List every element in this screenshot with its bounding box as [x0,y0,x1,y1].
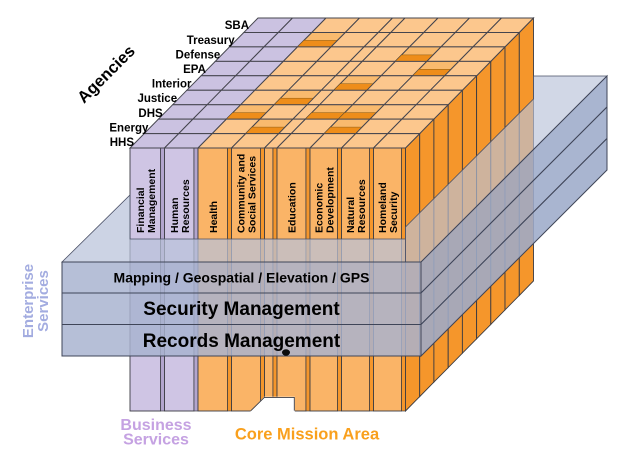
agency-label-defense: Defense [176,49,221,61]
agency-label-interior: Interior [152,79,192,91]
slab-front-face [61,261,422,357]
business-services-label-line2: Services [123,432,189,449]
diagram-labels: Agencies SBA Treasury Defense EPA Interi… [20,20,380,448]
business-services-label-line1: Business [120,417,191,434]
cell-hhs-homeland-security [372,133,421,149]
column-community-and-social-services-label: Community andSocial Services [236,154,259,233]
column-natural-resources-label: NaturalResources [345,179,368,233]
column-human-resources-label: HumanResources [169,179,192,233]
column-education-label: Education [287,182,299,233]
layer-label-records-management: Records Management [143,331,341,352]
layer-label-security-management: Security Management [143,299,340,320]
agencies-axis-label: Agencies [74,42,139,107]
agency-label-hhs: HHS [110,137,135,149]
agency-label-epa: EPA [183,64,206,76]
column-homeland-security-label: HomelandSecurity [377,182,400,233]
enterprise-services-label-line2: Services [35,270,52,332]
layer-label-mapping-geospatial: Mapping / Geospatial / Elevation / GPS [114,270,370,286]
bottom-notch-edge [250,396,295,411]
agency-label-energy: Energy [109,122,149,134]
dot-artifact [282,349,290,356]
column-health-label: Health [208,201,220,233]
agency-label-sba: SBA [225,20,249,32]
enterprise-services-slab [61,74,608,358]
column-economic-development-label: EconomicDevelopment [313,167,336,233]
core-mission-area-label: Core Mission Area [235,426,380,444]
agency-label-justice: Justice [137,93,177,105]
enterprise-services-label-line1: Enterprise [20,264,37,338]
column-financial-management-label: FinancialManagement [135,168,158,233]
agency-label-treasury: Treasury [187,35,236,47]
agency-label-dhs: DHS [138,108,163,120]
